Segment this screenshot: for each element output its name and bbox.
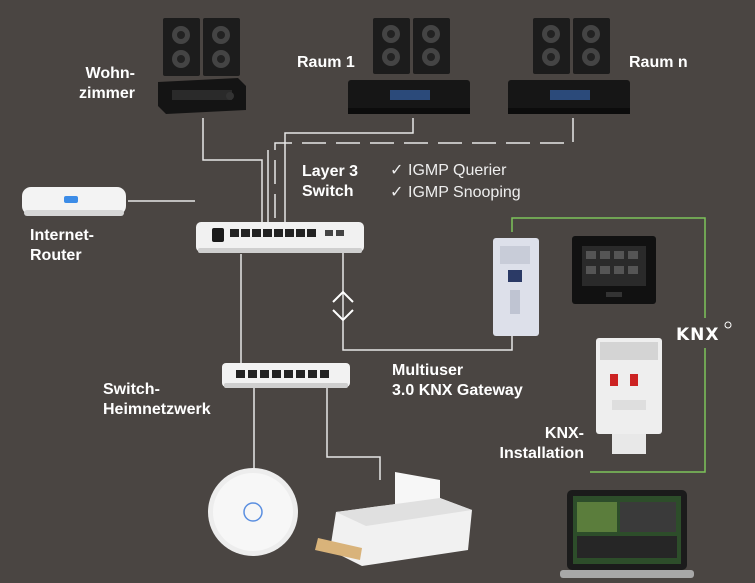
label-home-switch: Switch- Heimnetzwerk — [103, 380, 211, 420]
feature-text: IGMP Snooping — [408, 184, 521, 201]
speakers-living-room — [163, 18, 240, 76]
layer3-switch-device — [196, 222, 364, 253]
label-internet-router: Internet- Router — [30, 226, 94, 266]
label-layer3-line1: Layer 3 — [302, 163, 359, 180]
speakers-room-n — [533, 18, 610, 74]
line-living-room — [202, 118, 263, 222]
amplifier-room-n — [508, 80, 630, 114]
label-home-switch-line2: Heimnetzwerk — [103, 401, 211, 418]
line-room-1 — [284, 118, 414, 222]
knx-logo: KNX — [676, 321, 732, 345]
feature-igmp-querier: ✓IGMP Querier — [390, 160, 506, 182]
label-gateway-line1: Multiuser — [392, 362, 464, 379]
label-gateway: Multiuser 3.0 KNX Gateway — [392, 361, 523, 401]
knx-connections — [511, 217, 706, 473]
feature-text: IGMP Querier — [408, 162, 507, 179]
feature-igmp-snooping: ✓IGMP Snooping — [390, 182, 521, 204]
bidirectional-arrow-icon — [332, 290, 354, 322]
label-knx-line2: Installation — [499, 445, 584, 462]
internet-router-device — [22, 187, 126, 216]
knx-actuator-device — [596, 338, 662, 454]
knx-line-bottom — [590, 348, 706, 473]
label-layer3-line2: Switch — [302, 183, 354, 200]
svg-text:KNX: KNX — [676, 325, 720, 345]
check-icon: ✓ — [390, 162, 404, 179]
label-gateway-line2: 3.0 KNX Gateway — [392, 382, 523, 399]
line-gateway — [342, 250, 513, 351]
label-layer3-switch: Layer 3 Switch — [302, 162, 358, 202]
line-room-n — [274, 118, 574, 222]
amplifier-living-room — [158, 78, 246, 114]
knx-gateway-device — [493, 238, 539, 336]
label-router-line2: Router — [30, 247, 82, 264]
label-living-room-line1: Wohn- — [85, 65, 135, 82]
knx-touch-panel-device — [572, 236, 656, 304]
amplifier-room-1 — [348, 80, 470, 114]
line-printer — [326, 387, 381, 480]
label-knx-installation: KNX- Installation — [484, 424, 584, 464]
check-icon: ✓ — [390, 184, 404, 201]
label-living-room-line2: zimmer — [79, 85, 136, 102]
label-home-switch-line1: Switch- — [103, 381, 160, 398]
access-point-device — [208, 468, 298, 556]
ethernet-connections — [128, 118, 574, 480]
label-room-1: Raum 1 — [297, 54, 355, 71]
knx-line-top — [511, 217, 706, 318]
speakers-room-1 — [373, 18, 450, 74]
label-knx-line1: KNX- — [544, 425, 584, 442]
label-living-room: Wohn- zimmer — [79, 64, 135, 104]
label-router-line1: Internet- — [30, 227, 94, 244]
laptop-device — [560, 490, 694, 578]
label-room-n: Raum n — [629, 54, 688, 71]
home-switch-device — [222, 363, 350, 388]
printer-device — [315, 472, 472, 566]
